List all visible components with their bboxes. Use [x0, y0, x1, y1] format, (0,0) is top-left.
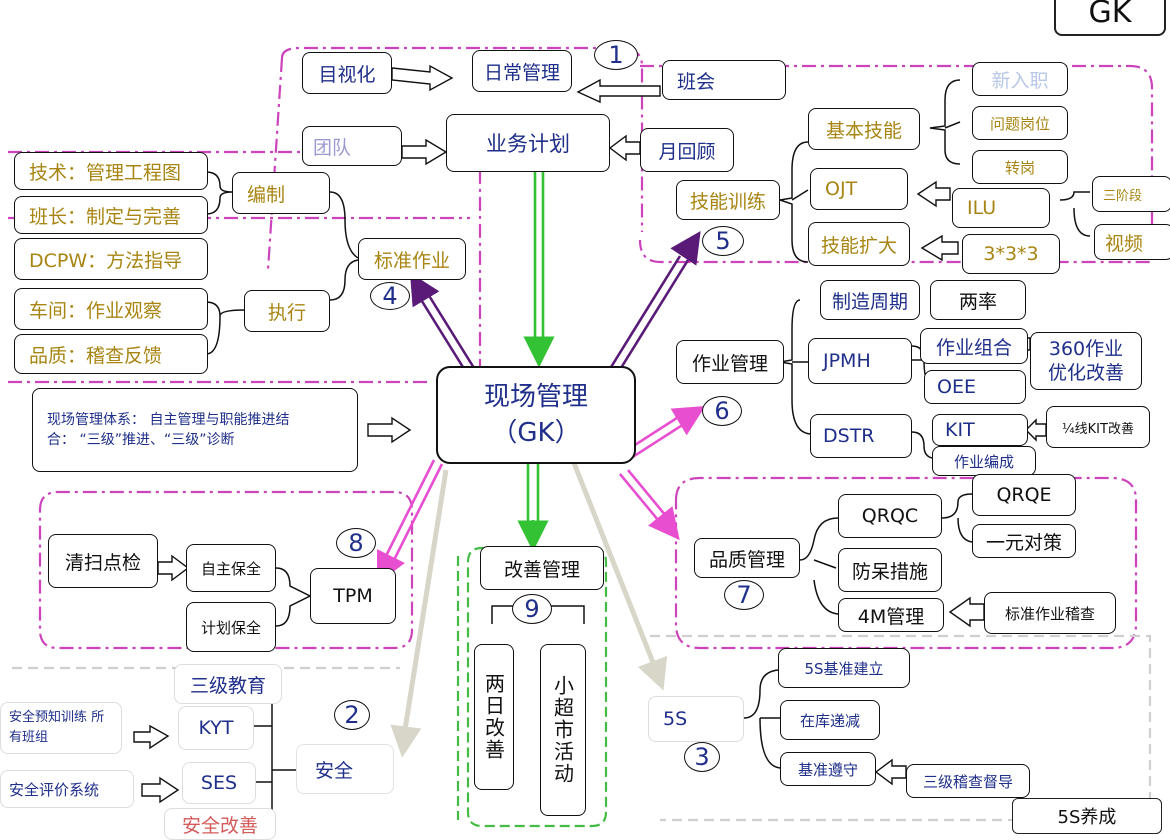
- marker-3: 3: [684, 742, 720, 772]
- node-jpmh[interactable]: JPMH: [808, 338, 912, 384]
- marker-8: 8: [336, 528, 376, 558]
- node-shipin[interactable]: 视频: [1094, 224, 1170, 260]
- node-shikko[interactable]: 执行: [244, 290, 330, 332]
- node-mondai[interactable]: 问题岗位: [972, 106, 1068, 140]
- node-getsukaiko[interactable]: 月回顾: [640, 128, 734, 172]
- node-seisou[interactable]: 清扫点检: [48, 534, 158, 588]
- node-hensei[interactable]: 编制: [232, 172, 330, 214]
- node-kit[interactable]: KIT: [932, 414, 1028, 446]
- node-anzen[interactable]: 安全: [296, 744, 394, 794]
- node-dstr[interactable]: DSTR: [810, 414, 912, 458]
- node-kijunjunshu[interactable]: 基准遵守: [780, 752, 876, 786]
- marker-7: 7: [724, 580, 764, 610]
- node-sanjie[interactable]: 三阶段: [1092, 176, 1170, 212]
- gk-tag: GK: [1054, 0, 1166, 36]
- node-5skijun[interactable]: 5S基准建立: [778, 648, 910, 688]
- node-system-text: 现场管理体系： 自主管理与职能推进结合： “三级”推进、“三级”诊断: [47, 412, 290, 448]
- marker-2: 2: [334, 700, 370, 730]
- node-qrqc[interactable]: QRQC: [838, 494, 942, 538]
- marker-6: 6: [702, 396, 742, 426]
- node-ilu[interactable]: ILU: [952, 188, 1050, 228]
- node-kit4[interactable]: ¼线KIT改善: [1046, 406, 1150, 448]
- node-360-text: 360作业 优化改善: [1047, 338, 1124, 384]
- marker-1: 1: [594, 40, 638, 70]
- node-sankyu[interactable]: 三级教育: [174, 664, 282, 704]
- node-sagyohensei[interactable]: 作业编成: [932, 446, 1036, 476]
- node-kihon[interactable]: 基本技能: [808, 108, 920, 150]
- node-ginoukunren[interactable]: 技能训练: [676, 180, 780, 220]
- node-dcpw[interactable]: DCPW：方法指导: [14, 238, 208, 280]
- node-kaizen[interactable]: 改善管理: [480, 546, 604, 590]
- node-keikaku[interactable]: 计划保全: [186, 602, 276, 652]
- node-three[interactable]: 3*3*3: [962, 234, 1060, 274]
- node-jishu[interactable]: 自主保全: [186, 544, 276, 592]
- node-hancho[interactable]: 班长：制定与完善: [14, 196, 208, 234]
- center-line2: （GK）: [491, 418, 581, 448]
- marker-4: 4: [370, 282, 410, 310]
- node-hankai[interactable]: 班会: [662, 60, 786, 100]
- node-hinkan[interactable]: 品质管理: [694, 538, 800, 578]
- node-5s-sei[interactable]: 5S养成: [1012, 798, 1162, 834]
- node-ryoritsu[interactable]: 两率: [930, 280, 1026, 320]
- color-arrows: [377, 170, 706, 758]
- node-tpm[interactable]: TPM: [310, 568, 396, 624]
- node-hyojunkansa[interactable]: 标准作业稽查: [984, 592, 1116, 634]
- node-ichigen[interactable]: 一元对策: [972, 524, 1076, 558]
- node-shinnyu[interactable]: 新入职: [972, 62, 1068, 96]
- node-sagyokanri[interactable]: 作业管理: [676, 340, 784, 384]
- node-seizou[interactable]: 制造周期: [820, 280, 920, 320]
- node-gijutsu[interactable]: 技术：管理工程图: [14, 152, 208, 190]
- center-line1: 现场管理: [483, 382, 588, 412]
- node-kyt[interactable]: KYT: [178, 706, 254, 750]
- node-360[interactable]: 360作业 优化改善: [1030, 332, 1142, 390]
- node-ojt[interactable]: OJT: [810, 168, 908, 210]
- node-ginoukakudai[interactable]: 技能扩大: [808, 222, 910, 266]
- node-sankyukansa[interactable]: 三级稽查督导: [906, 764, 1030, 798]
- node-mushika[interactable]: 目视化: [302, 52, 392, 94]
- node-sagyokumiai[interactable]: 作业组合: [920, 328, 1028, 364]
- node-ryonichi[interactable]: 两日改善: [474, 644, 514, 790]
- node-bokaku[interactable]: 防呆措施: [838, 548, 942, 592]
- node-nichijo[interactable]: 日常管理: [472, 50, 572, 92]
- node-tengang[interactable]: 转岗: [972, 150, 1068, 184]
- node-system[interactable]: 现场管理体系： 自主管理与职能推进结合： “三级”推进、“三级”诊断: [32, 388, 358, 472]
- node-qrqe[interactable]: QRQE: [972, 474, 1076, 516]
- node-m4[interactable]: 4M管理: [838, 598, 944, 632]
- node-shakan[interactable]: 车间：作业观察: [14, 288, 208, 330]
- node-hyoka[interactable]: 安全评价系统: [0, 770, 134, 808]
- node-oee[interactable]: OEE: [924, 370, 1026, 404]
- node-yochi-text: 安全预知训练 所有班组: [9, 710, 105, 745]
- node-ses[interactable]: SES: [182, 762, 256, 804]
- node-team[interactable]: 团队: [302, 126, 402, 166]
- node-chosupa[interactable]: 小超市活动: [540, 644, 586, 816]
- center-node[interactable]: 现场管理 （GK）: [436, 366, 636, 464]
- node-yochi[interactable]: 安全预知训练 所有班组: [0, 702, 122, 754]
- node-5s[interactable]: 5S: [648, 696, 744, 742]
- node-zaiko[interactable]: 在库递减: [780, 700, 880, 740]
- node-anzenkaizen[interactable]: 安全改善: [164, 808, 276, 840]
- marker-9: 9: [512, 594, 552, 624]
- node-gyomu[interactable]: 业务计划: [446, 114, 610, 172]
- node-hinshitsu[interactable]: 品质：稽查反馈: [14, 334, 208, 374]
- marker-5: 5: [702, 226, 744, 256]
- node-hyojun[interactable]: 标准作业: [358, 238, 466, 280]
